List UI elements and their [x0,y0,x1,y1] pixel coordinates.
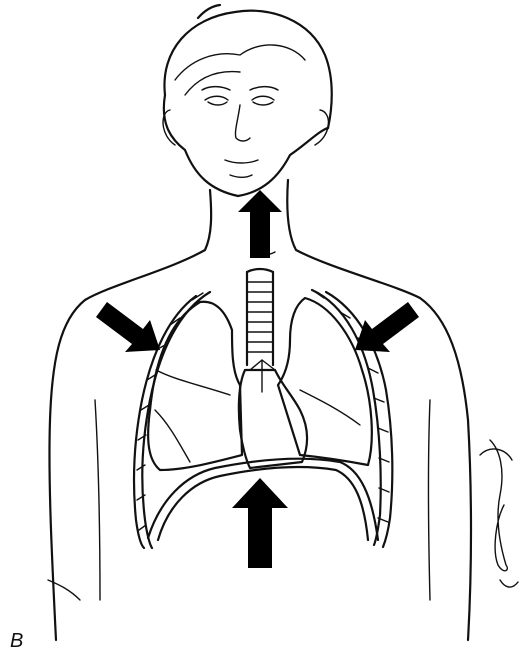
heart [239,360,307,468]
arrow-right-shoulder [355,302,419,352]
right-lung [278,298,372,465]
trachea [247,269,273,365]
arrow-up-abdomen [232,478,288,568]
panel-label: B [10,630,23,653]
head [163,87,328,196]
arrow-up-neck [238,190,282,258]
arrow-left-shoulder [96,302,160,352]
left-lung [148,302,242,470]
hair [164,5,331,128]
artist-signature [480,440,518,587]
